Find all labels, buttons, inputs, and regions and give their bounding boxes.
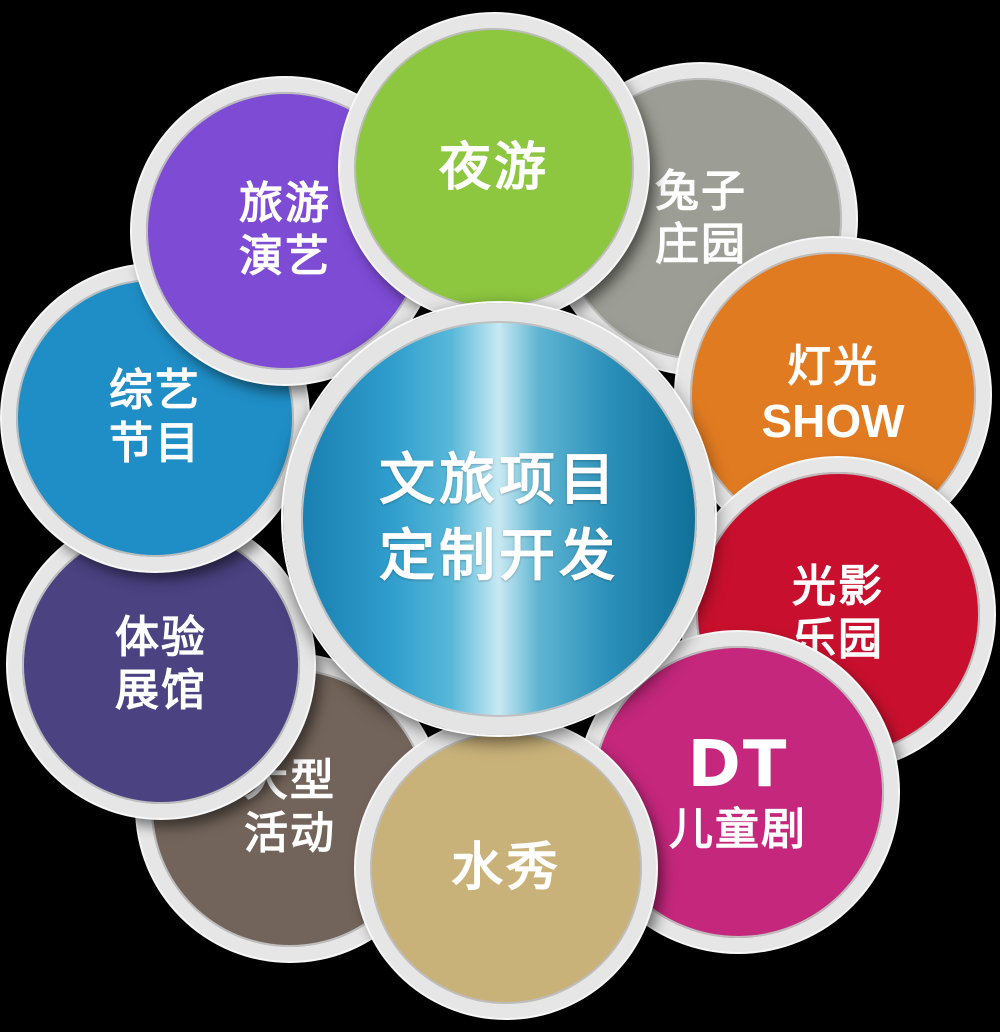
petal-dt-er-tong-ju-line-1: DT: [687, 728, 789, 803]
petal-dt-er-tong-ju-line-2: 儿童剧: [669, 804, 807, 855]
petal-ti-yan-zhan-guan-line-1: 体验: [115, 612, 207, 664]
center-line-2: 定制开发: [379, 524, 619, 589]
petal-ye-you-line-1: 夜游: [438, 137, 549, 198]
petal-tu-zi-zhuang-yuan-line-2: 庄园: [655, 219, 747, 270]
petal-lv-you-yan-yi-line-1: 旅游: [239, 178, 331, 230]
petal-tu-zi-zhuang-yuan-line-1: 兔子: [655, 166, 747, 218]
petal-deng-guang-show-line-2: SHOW: [761, 394, 905, 447]
center-line-1: 文旅项目: [379, 448, 619, 514]
petal-zong-yi-jie-mu-line-1: 综艺: [109, 365, 201, 417]
petal-shui-xiu: 水秀: [356, 718, 656, 1018]
petal-deng-guang-show-line-1: 灯光: [787, 341, 879, 392]
petal-ti-yan-zhan-guan-line-2: 展馆: [115, 665, 207, 716]
petal-guang-ying-le-yuan-line-1: 光影: [792, 561, 884, 613]
petal-shui-xiu-line-1: 水秀: [450, 837, 561, 898]
petal-lv-you-yan-yi-line-2: 演艺: [239, 231, 331, 282]
petal-da-xing-huo-dong-line-2: 活动: [244, 808, 336, 859]
petal-ye-you: 夜游: [340, 14, 648, 322]
center-hub: 文旅项目 定制开发: [283, 303, 715, 735]
petal-zong-yi-jie-mu-line-2: 节目: [109, 418, 201, 469]
